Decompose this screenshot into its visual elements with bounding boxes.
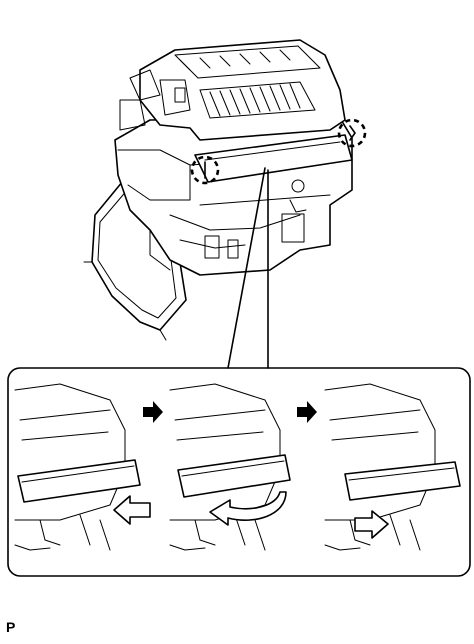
hvac-unit-icon: [83, 39, 367, 341]
rotate-arrow-icon: [209, 491, 287, 526]
figure-code-label: P: [6, 619, 16, 635]
filter-cover-icon: [177, 454, 291, 498]
step-arrow-icon: [297, 401, 317, 423]
step-1-illustration: [14, 383, 151, 551]
step-3-illustration: [324, 383, 461, 551]
clip-marker-icon: [190, 155, 220, 185]
leader-lines: [227, 167, 269, 369]
clip-marker-icon: [337, 118, 367, 148]
step-2-illustration: [169, 383, 291, 551]
detail-panel: [7, 367, 471, 577]
filter-cover-icon: [17, 459, 141, 503]
filter-cover-icon: [344, 461, 461, 501]
step-arrow-icon: [143, 401, 163, 423]
push-arrow-icon: [354, 510, 389, 539]
pull-arrow-icon: [113, 495, 151, 525]
